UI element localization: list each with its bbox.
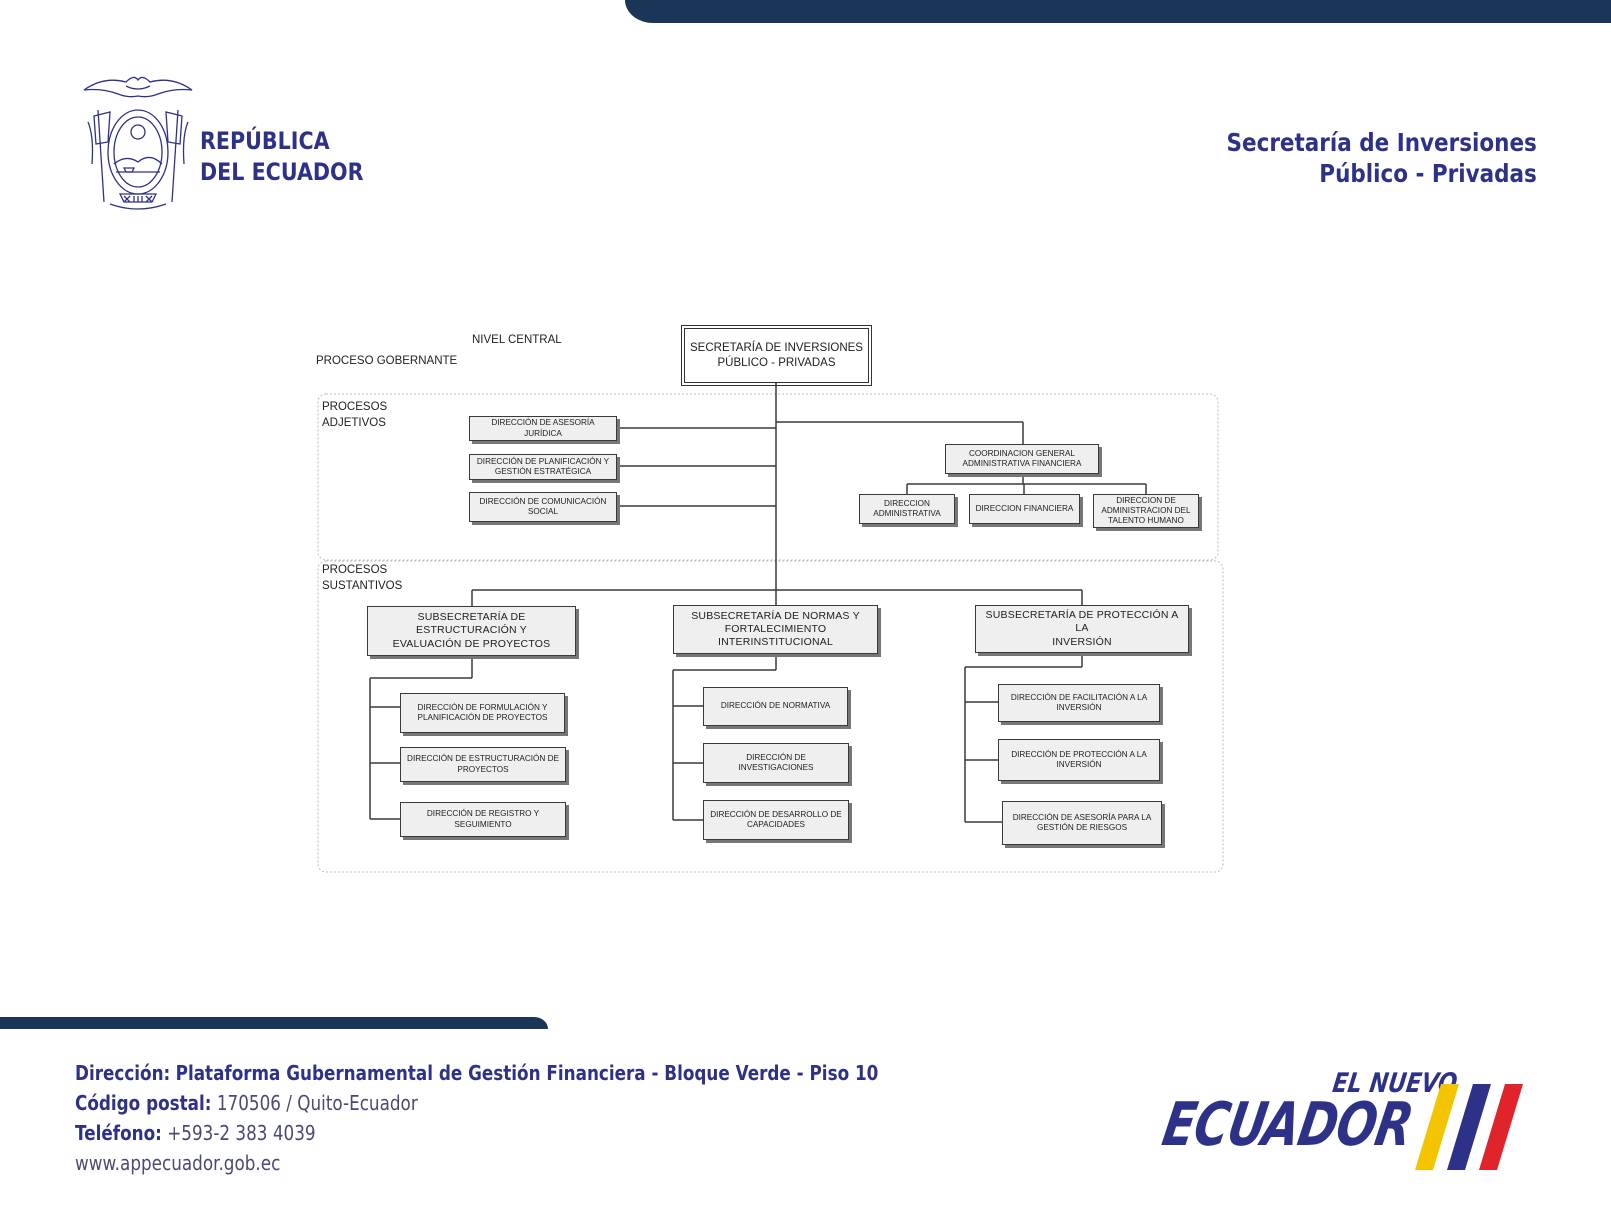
- top-decorative-bar: [625, 0, 1611, 23]
- institution-line-1: Secretaría de Inversiones: [1226, 128, 1537, 157]
- address-row: Dirección: Plataforma Gubernamental de G…: [75, 1058, 878, 1088]
- contact-footer: Dirección: Plataforma Gubernamental de G…: [75, 1058, 878, 1178]
- address-value: Plataforma Gubernamental de Gestión Fina…: [175, 1061, 879, 1085]
- website-link[interactable]: www.appecuador.gob.ec: [75, 1151, 281, 1175]
- phone-label: Teléfono:: [75, 1121, 162, 1145]
- el-nuevo-ecuador-logo: EL NUEVO ECUADOR: [1158, 1068, 1540, 1178]
- postal-row: Código postal: 170506 / Quito-Ecuador: [75, 1088, 878, 1118]
- nivel-central-label: NIVEL CENTRAL: [472, 334, 562, 346]
- normativa-box[interactable]: DIRECCIÓN DE NORMATIVA: [703, 687, 848, 726]
- postal-label: Código postal:: [75, 1091, 212, 1115]
- investigaciones-box[interactable]: DIRECCIÓN DE INVESTIGACIONES: [703, 743, 849, 783]
- coat-of-arms-icon: [74, 72, 202, 212]
- logo-big-text: ECUADOR: [1157, 1090, 1418, 1160]
- institution-name: Secretaría de Inversiones Público - Priv…: [1227, 127, 1537, 189]
- address-label: Dirección:: [75, 1061, 171, 1085]
- financiera-box[interactable]: DIRECCION FINANCIERA: [969, 494, 1080, 524]
- institution-line-2: Público - Privadas: [1319, 159, 1537, 188]
- proceso-gobernante-label: PROCESO GOBERNANTE: [316, 355, 458, 367]
- country-name: REPÚBLICA DEL ECUADOR: [200, 126, 363, 188]
- postal-value: 170506 / Quito-Ecuador: [216, 1091, 418, 1115]
- logo-stripes-icon: [1415, 1084, 1523, 1170]
- phone-row: Teléfono: +593-2 383 4039: [75, 1118, 878, 1148]
- country-line-1: REPÚBLICA: [200, 127, 330, 155]
- country-line-2: DEL ECUADOR: [200, 158, 364, 186]
- bottom-decorative-bar: [0, 1017, 548, 1029]
- procesos-adjetivos-frame: [317, 393, 1219, 561]
- asesoria-juridica-box[interactable]: DIRECCIÓN DE ASESORÍA JURÍDICA: [469, 416, 617, 441]
- registro-box[interactable]: DIRECCIÓN DE REGISTRO Y SEGUIMIENTO: [400, 802, 566, 837]
- phone-value: +593-2 383 4039: [167, 1121, 316, 1145]
